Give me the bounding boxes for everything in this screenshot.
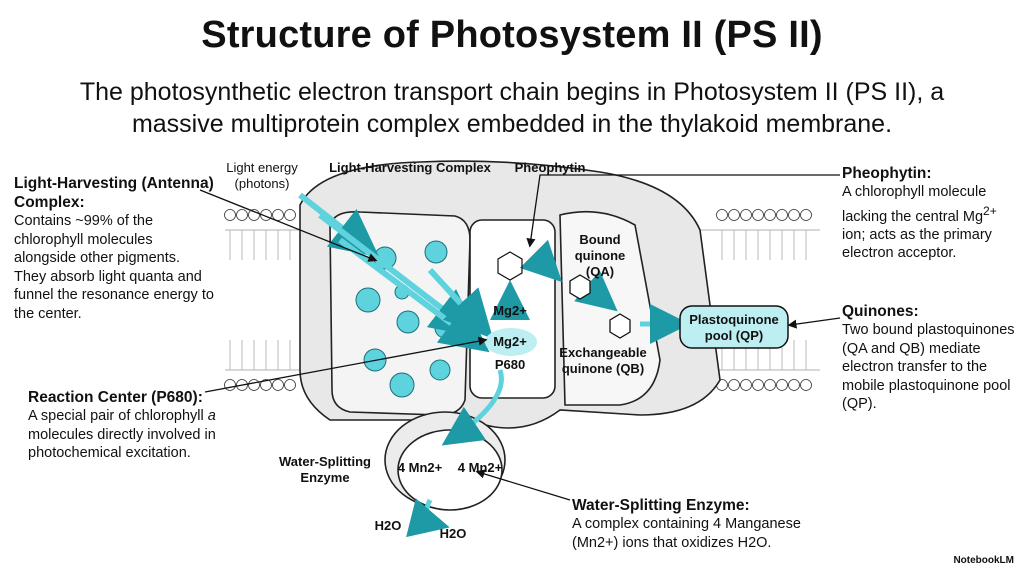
lipid-head <box>272 209 284 221</box>
quinone-rings <box>569 274 631 339</box>
annotation-water-splitting: Water-Splitting Enzyme: A complex contai… <box>572 496 832 552</box>
annotation-reaction-center: Reaction Center (P680): A special pair o… <box>28 388 238 463</box>
page-subtitle: The photosynthetic electron transport ch… <box>79 78 945 138</box>
brand-label: NotebookLM <box>953 555 1014 566</box>
lipid-head <box>224 209 236 221</box>
lipid-tails <box>229 230 807 370</box>
annotation-heading: Light-Harvesting (Antenna) Complex: <box>14 175 214 211</box>
annotation-body: A complex containing 4 Manganese (Mn2+) … <box>572 516 801 551</box>
h2o-left-label: H2O <box>374 518 402 533</box>
lhc-label: Light-Harvesting Complex <box>329 160 491 175</box>
mg-label-2: Mg2+ <box>493 334 527 349</box>
annotation-body: Two bound plastoquinones (QA and QB) med… <box>842 322 1015 412</box>
chlorophyll-clusters <box>355 240 456 398</box>
mg-label-1: Mg2+ <box>493 303 527 318</box>
lipid-heads-bottom <box>224 379 812 391</box>
h2o-right-label: H2O <box>439 526 467 541</box>
annotation-body: A special pair of chlorophyll a molecule… <box>28 408 216 461</box>
bound-quinone-label: Bound quinone (QA) <box>574 232 626 279</box>
lipid-head <box>740 379 752 391</box>
lipid-head <box>284 379 296 391</box>
p680-label: P680 <box>494 357 526 372</box>
lipid-head <box>764 379 776 391</box>
lipid-head <box>788 209 800 221</box>
lipid-head <box>800 209 812 221</box>
light-arrows <box>298 192 494 353</box>
lipid-head <box>272 379 284 391</box>
annotation-body: Contains ~99% of the chlorophyll molecul… <box>14 213 214 322</box>
lipid-head <box>260 379 272 391</box>
plastoquinone-pool-label: Plastoquinone pool (QP) <box>689 312 779 343</box>
annotation-heading: Water-Splitting Enzyme: <box>572 497 750 514</box>
exchangeable-quinone-label: Exchangeable quinone (QB) <box>559 345 647 376</box>
electron-path-arrows <box>406 239 690 538</box>
lipid-head <box>752 379 764 391</box>
annotation-heading: Quinones: <box>842 303 919 320</box>
lipid-head <box>752 209 764 221</box>
lipid-head <box>788 379 800 391</box>
annotation-heading: Pheophytin: <box>842 165 932 182</box>
lipid-head <box>728 209 740 221</box>
lipid-head <box>800 379 812 391</box>
lipid-head <box>728 379 740 391</box>
p680-halo <box>485 328 537 356</box>
lipid-head <box>284 209 296 221</box>
annotation-quinones: Quinones: Two bound plastoquinones (QA a… <box>842 302 1022 414</box>
annotation-light-harvesting: Light-Harvesting (Antenna) Complex: Cont… <box>14 174 214 323</box>
lipid-head <box>764 209 776 221</box>
mn-right-label: 4 Mn2+ <box>457 460 503 475</box>
lipid-head <box>716 209 728 221</box>
water-splitting-enzyme-label: Water-Splitting Enzyme <box>279 454 371 485</box>
lipid-head <box>740 209 752 221</box>
annotation-pheophytin: Pheophytin: A chlorophyll molecule lacki… <box>842 164 1022 263</box>
lipid-head <box>776 379 788 391</box>
leader-lines <box>199 174 841 501</box>
annotation-body: A chlorophyll molecule lacking the centr… <box>842 184 997 262</box>
pheophytin-ring <box>497 251 523 281</box>
annotation-heading: Reaction Center (P680): <box>28 389 203 406</box>
lipid-head <box>776 209 788 221</box>
pheophytin-label: Pheophytin <box>514 160 586 175</box>
lipid-head <box>248 379 260 391</box>
light-energy-label: Light energy (photons) <box>226 160 298 191</box>
mn-left-label: 4 Mn2+ <box>397 460 443 475</box>
lipid-head <box>236 209 248 221</box>
page-title: Structure of Photosystem II (PS II) <box>201 14 823 56</box>
